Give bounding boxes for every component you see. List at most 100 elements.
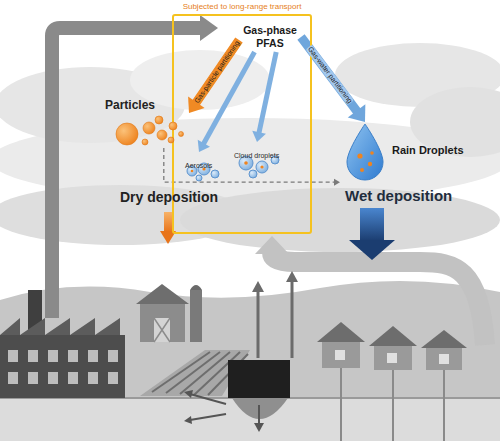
gas-phase-node: Gas-phase PFAS xyxy=(239,22,301,52)
farm xyxy=(136,284,189,304)
particle-circle xyxy=(143,122,155,134)
factory xyxy=(8,350,18,362)
connector-line xyxy=(203,52,255,145)
rain-droplet-node: Rain Droplets xyxy=(340,122,475,184)
factory xyxy=(0,335,125,398)
transport-band xyxy=(255,236,289,254)
arrowhead xyxy=(198,140,210,152)
aerosol-bubbles xyxy=(211,170,219,178)
cloud-droplet-arrow xyxy=(252,52,276,142)
cloud-droplet-bubbles xyxy=(239,156,279,178)
farm xyxy=(180,352,230,394)
node-label: Particles xyxy=(105,98,155,112)
connector-line xyxy=(164,148,335,182)
farm xyxy=(166,352,220,393)
landfill xyxy=(228,360,290,398)
volatilization-arrows xyxy=(252,281,264,292)
dry-deposition-label: Dry deposition xyxy=(120,190,218,205)
factory xyxy=(48,350,58,362)
arrowhead xyxy=(348,104,366,122)
houses xyxy=(369,326,417,346)
farm xyxy=(190,285,202,290)
volatilization-arrows xyxy=(252,271,298,358)
factory xyxy=(28,372,38,384)
farm xyxy=(190,290,202,342)
rain-drop-shape xyxy=(347,124,383,180)
landfill xyxy=(190,394,226,420)
pfas-dots xyxy=(191,170,194,173)
landscape xyxy=(0,281,500,441)
node-label: Cloud droplets xyxy=(234,152,279,160)
particles-node: Particles xyxy=(105,98,189,148)
particle-circle xyxy=(168,137,174,143)
factory xyxy=(8,372,18,384)
houses xyxy=(443,370,445,441)
aerosol-arrow xyxy=(198,52,255,152)
factory xyxy=(68,372,78,384)
landscape xyxy=(0,281,500,441)
connector-line xyxy=(259,52,277,134)
houses xyxy=(387,353,397,363)
volatilization-arrows xyxy=(257,290,260,358)
particle-circle xyxy=(179,132,184,137)
houses xyxy=(439,354,449,364)
landscape xyxy=(0,398,500,441)
dry-deposition-arrow xyxy=(164,212,172,232)
node-label: Aerosols xyxy=(185,162,212,170)
factory xyxy=(8,350,118,384)
arrowhead xyxy=(252,131,266,142)
region-heading: Subjected to long-range transport xyxy=(183,3,302,12)
aerosols-node: Aerosols xyxy=(183,152,215,165)
factory xyxy=(0,290,125,398)
node-label: Gas-phase PFAS xyxy=(241,24,299,49)
landfill xyxy=(190,414,226,420)
cloud-band xyxy=(180,188,500,252)
cloud-band xyxy=(0,43,500,252)
houses xyxy=(322,340,360,368)
factory xyxy=(28,350,38,362)
landfill xyxy=(184,390,193,398)
houses xyxy=(341,368,444,441)
volatilization-arrows xyxy=(286,271,298,282)
particle-circle xyxy=(155,116,163,124)
houses xyxy=(392,370,394,441)
houses xyxy=(340,368,342,441)
pfas-dots xyxy=(260,165,263,168)
factory xyxy=(88,350,98,362)
arrowhead xyxy=(334,179,340,186)
volatilization-arrows xyxy=(291,280,294,358)
cloud-droplet-bubbles xyxy=(256,161,268,173)
factory xyxy=(88,372,98,384)
landfill xyxy=(184,416,192,424)
houses xyxy=(317,322,467,441)
cloud-droplets-node: Cloud droplets xyxy=(232,142,282,155)
landfill xyxy=(184,360,290,432)
transport-band xyxy=(255,236,485,345)
aerosol-bubbles xyxy=(196,175,202,181)
node-label: Rain Droplets xyxy=(392,144,464,157)
particle-circle xyxy=(157,130,167,140)
houses xyxy=(426,346,462,370)
emission-arrow xyxy=(52,15,218,318)
pfas-dot xyxy=(360,168,364,172)
wet-deposition-arrow xyxy=(349,240,395,260)
transport-band xyxy=(272,252,485,345)
landfill xyxy=(258,405,260,425)
particle-circle xyxy=(142,139,148,145)
factory xyxy=(108,372,118,384)
factory xyxy=(68,350,78,362)
farm xyxy=(154,318,170,342)
emission-arrow xyxy=(52,28,204,318)
landfill xyxy=(254,423,264,432)
houses xyxy=(421,330,467,348)
scavenging-arrow xyxy=(164,148,340,186)
factory xyxy=(48,372,58,384)
landfill xyxy=(190,394,226,404)
houses xyxy=(335,350,345,360)
farm xyxy=(152,352,210,392)
pfas-dot xyxy=(370,151,374,155)
factory xyxy=(108,350,118,362)
